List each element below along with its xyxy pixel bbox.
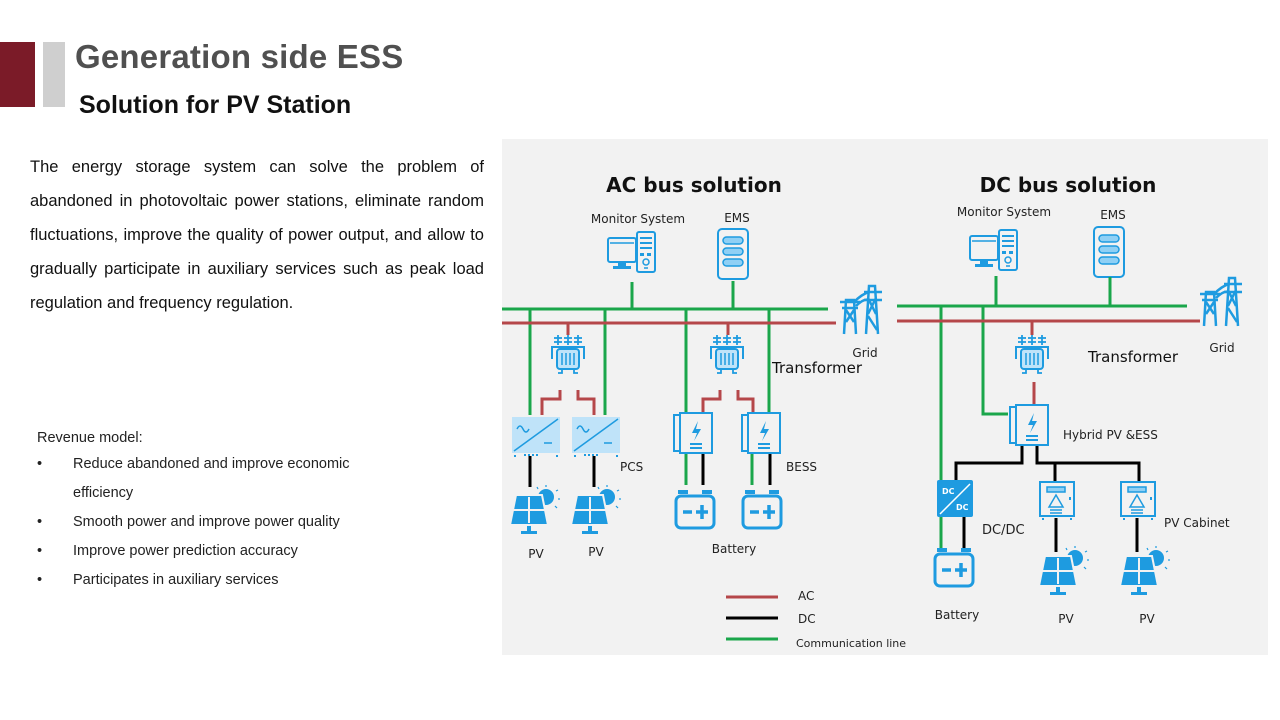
hybrid-label: Hybrid PV &ESS: [1063, 428, 1158, 442]
accent-bar: [0, 42, 35, 107]
revenue-list: • Reduce abandoned and improve economic e…: [37, 450, 393, 595]
ac-transformer-label: Transformer: [771, 359, 863, 377]
grid-tower-icon: [1198, 276, 1244, 328]
pv-panel-icon: [1119, 545, 1171, 596]
legend-comm-label: Communication line: [796, 637, 906, 650]
battery-icon: [674, 488, 716, 530]
dc-battery-label: Battery: [935, 608, 979, 622]
revenue-model: Revenue model: • Reduce abandoned and imp…: [37, 430, 393, 595]
bess-label: BESS: [786, 460, 817, 474]
dc-pv2-label: PV: [1139, 612, 1155, 626]
ac-comm-lines: [502, 281, 828, 485]
monitor-system-icon: [969, 229, 1018, 271]
dc-power-lines-ac: [897, 319, 1200, 405]
battery-icon: [933, 546, 975, 588]
ac-monitor-label: Monitor System: [591, 212, 685, 226]
bullet: •: [37, 456, 43, 472]
dcdc-label: DC/DC: [982, 523, 1025, 538]
dc-monitor-label: Monitor System: [957, 205, 1051, 219]
pcs-inverter-icon: [511, 416, 561, 458]
dcdc-converter-icon: DC DC: [937, 480, 973, 517]
ems-server-icon: [717, 228, 749, 280]
dc-grid-label: Grid: [1209, 341, 1234, 355]
ems-server-icon: [1093, 226, 1125, 278]
accent-bar-gray: [43, 42, 65, 107]
pv-panel-icon: [1038, 545, 1090, 596]
dc-ems-label: EMS: [1100, 208, 1126, 222]
bullet: •: [37, 514, 43, 530]
bess-cabinet-icon: [673, 412, 713, 454]
transformer-icon: [710, 334, 744, 374]
description-paragraph: The energy storage system can solve the …: [30, 158, 484, 312]
grid-tower-icon: [838, 284, 884, 336]
dc-bus-title: DC bus solution: [980, 173, 1157, 197]
page-subtitle: Solution for PV Station: [79, 91, 352, 119]
ac-bus-title: AC bus solution: [606, 173, 782, 197]
dcdc-top-label: DC: [942, 487, 955, 496]
revenue-item: • Smooth power and improve power quality: [37, 508, 393, 537]
dc-transformer-label: Transformer: [1087, 348, 1179, 366]
ac-ems-label: EMS: [724, 211, 750, 225]
ac-pv1-label: PV: [528, 547, 544, 561]
revenue-item: • Reduce abandoned and improve economic e…: [37, 450, 393, 508]
pv-cabinet-icon: [1120, 481, 1156, 521]
ac-dc-lines: [528, 453, 772, 487]
transformer-icon: [551, 334, 585, 374]
ac-power-lines: [502, 321, 836, 415]
pv-panel-icon: [570, 484, 622, 535]
hybrid-pv-ess-icon: [1009, 404, 1049, 446]
revenue-item-text: Participates in auxiliary services: [73, 572, 279, 588]
ac-battery-label: Battery: [712, 542, 756, 556]
transformer-icon: [1015, 334, 1049, 374]
ac-pv2-label: PV: [588, 545, 604, 559]
dc-comm-lines: [897, 276, 1187, 548]
page-title: Generation side ESS: [75, 38, 404, 75]
legend: AC DC Communication line: [726, 589, 906, 650]
monitor-system-icon: [607, 231, 656, 273]
legend-dc-label: DC: [798, 612, 816, 626]
ac-grid-label: Grid: [852, 346, 877, 360]
battery-icon: [741, 488, 783, 530]
pv-cabinet-icon: [1039, 481, 1075, 521]
pcs-label: PCS: [620, 460, 643, 474]
pv-cabinet-label: PV Cabinet: [1164, 516, 1230, 530]
dcdc-bottom-label: DC: [956, 503, 969, 512]
revenue-heading: Revenue model:: [37, 430, 143, 446]
pv-panel-icon: [509, 484, 561, 535]
revenue-item-text: Smooth power and improve power quality: [73, 514, 340, 530]
revenue-item-text: Reduce abandoned and improve economic ef…: [73, 456, 350, 501]
revenue-item: • Improve power prediction accuracy: [37, 537, 393, 566]
bess-cabinet-icon: [741, 412, 781, 454]
bullet: •: [37, 572, 43, 588]
dc-pv1-label: PV: [1058, 612, 1074, 626]
revenue-item-text: Improve power prediction accuracy: [73, 543, 298, 559]
pcs-inverter-icon: [571, 416, 621, 458]
bullet: •: [37, 543, 43, 559]
revenue-item: • Participates in auxiliary services: [37, 566, 393, 595]
legend-ac-label: AC: [798, 589, 814, 603]
dc-power-lines-dc: [954, 446, 1141, 552]
